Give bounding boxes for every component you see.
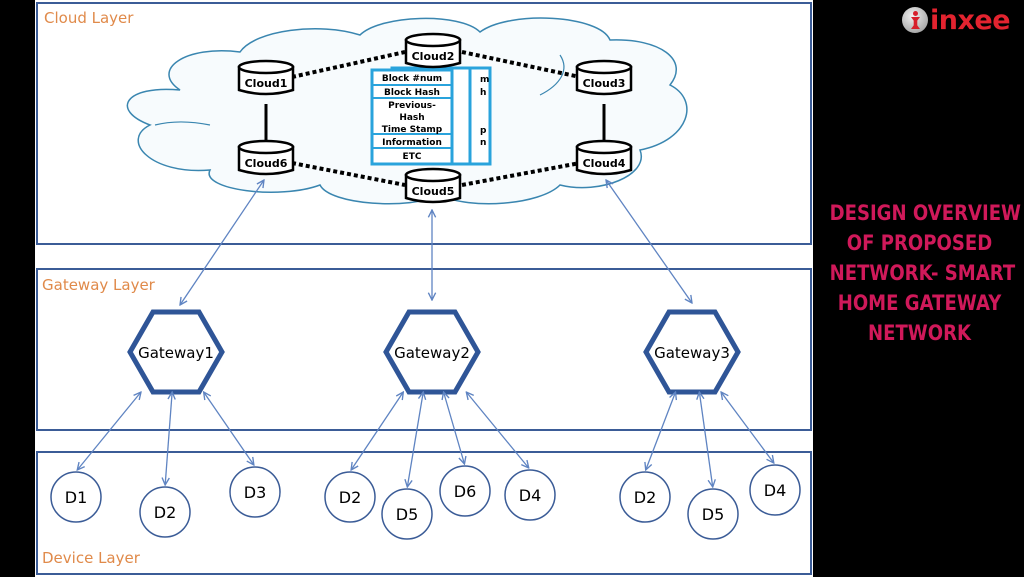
arrow-gateway-device xyxy=(466,392,528,468)
arrow-gateway-device xyxy=(699,392,712,487)
device-label: D2 xyxy=(339,488,362,507)
block-stack: m h p n Block #num Block Hash Previous- … xyxy=(370,66,492,166)
arrow-gateway-device xyxy=(77,392,141,470)
device-node: D4 xyxy=(749,464,801,516)
slide-title: DESIGN OVERVIEW OF PROPOSED NETWORK- SMA… xyxy=(829,198,1021,348)
arrow-cloud6-gateway1 xyxy=(180,180,264,305)
device-node: D2 xyxy=(619,471,671,523)
block-row-etc: ETC xyxy=(403,152,422,162)
cloud-node-c2: Cloud2 xyxy=(404,32,462,69)
cloud-node-c6: Cloud6 xyxy=(237,139,295,176)
cloud-layer-label: Cloud Layer xyxy=(44,9,134,27)
cloud-node-c1: Cloud1 xyxy=(237,59,295,96)
block-row-hash: Block Hash xyxy=(384,88,440,98)
device-label: D5 xyxy=(702,505,725,524)
arrow-gateway-device xyxy=(204,392,254,465)
gateway-label: Gateway1 xyxy=(138,344,214,362)
device-label: D2 xyxy=(634,488,657,507)
device-node: D4 xyxy=(504,469,556,521)
inxee-logo-icon xyxy=(902,7,928,33)
title-line: OF PROPOSED xyxy=(846,231,993,255)
block-fragment: h xyxy=(480,88,486,98)
inxee-logo: inxee xyxy=(902,4,1011,36)
title-line: DESIGN OVERVIEW xyxy=(829,201,1021,225)
block-fragment: p xyxy=(480,126,487,136)
gateway-label: Gateway2 xyxy=(394,344,470,362)
device-node: D6 xyxy=(439,465,491,517)
arrow-gateway-device xyxy=(646,392,676,470)
device-node: D5 xyxy=(381,488,433,540)
cloud-node-c3: Cloud3 xyxy=(575,59,633,96)
cloud-node-c5: Cloud5 xyxy=(404,167,462,204)
link-cloud1-cloud2 xyxy=(291,50,406,79)
device-label: D4 xyxy=(764,481,787,500)
cloud-node-c4: Cloud4 xyxy=(575,139,633,176)
cloud-node-label: Cloud5 xyxy=(412,185,455,198)
gateway-label: Gateway3 xyxy=(654,344,730,362)
title-line: HOME GATEWAY xyxy=(837,291,1002,315)
cloud-node-label: Cloud3 xyxy=(583,77,626,90)
device-layer-label: Device Layer xyxy=(42,549,140,567)
arrow-gateway-device xyxy=(165,392,172,485)
device-label: D5 xyxy=(396,505,419,524)
cloud-node-label: Cloud4 xyxy=(583,157,626,170)
device-label: D4 xyxy=(519,486,542,505)
link-cloud2-cloud3 xyxy=(461,50,581,79)
device-label: D1 xyxy=(65,488,88,507)
device-label: D2 xyxy=(154,503,177,522)
cloud-node-label: Cloud2 xyxy=(412,50,455,63)
device-node: D2 xyxy=(139,486,191,538)
block-fragment: m xyxy=(480,75,489,85)
arrow-gateway-device xyxy=(721,392,774,463)
gateway-node-3: Gateway3 xyxy=(643,309,741,395)
device-node: D1 xyxy=(50,471,102,523)
link-cloud6-cloud5 xyxy=(291,161,406,187)
block-row-prev-hash: Previous- xyxy=(388,101,436,111)
arrow-gateway-device xyxy=(351,392,403,470)
device-node: D2 xyxy=(324,471,376,523)
block-row-information: Information xyxy=(382,138,442,148)
block-fragment: n xyxy=(480,138,486,148)
block-row-timestamp: Time Stamp xyxy=(382,125,443,135)
link-cloud5-cloud4 xyxy=(461,161,581,187)
arrow-gateway-device xyxy=(444,392,465,464)
device-label: D6 xyxy=(454,482,477,501)
device-node: D5 xyxy=(687,488,739,540)
brand-name: inxee xyxy=(930,4,1011,36)
block-row-prev-hash-2: Hash xyxy=(399,113,424,123)
gateway-node-1: Gateway1 xyxy=(127,309,225,395)
gateway-node-2: Gateway2 xyxy=(383,309,481,395)
arrow-gateway-device xyxy=(407,392,423,487)
title-line: NETWORK xyxy=(868,321,971,345)
device-label: D3 xyxy=(244,483,267,502)
device-node: D3 xyxy=(229,466,281,518)
block-row-num: Block #num xyxy=(382,74,442,84)
arrow-cloud4-gateway3 xyxy=(606,180,692,303)
gateway-layer-label: Gateway Layer xyxy=(42,276,155,294)
title-line: NETWORK- SMART xyxy=(829,261,1016,285)
cloud-node-label: Cloud1 xyxy=(245,77,288,90)
cloud-node-label: Cloud6 xyxy=(245,157,288,170)
